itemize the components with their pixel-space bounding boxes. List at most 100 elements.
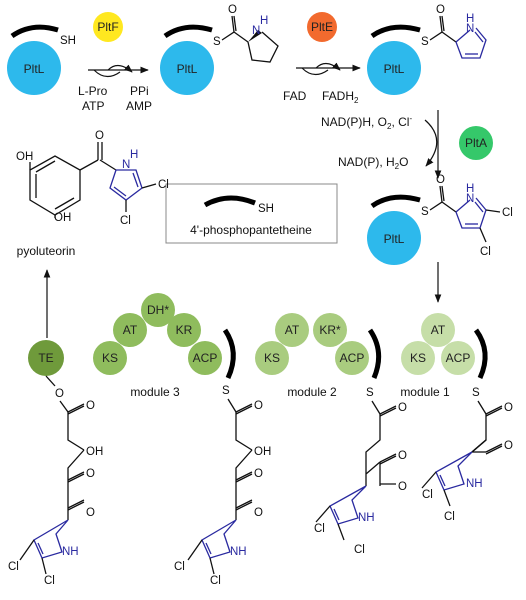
te-label: TE xyxy=(38,351,53,365)
pltl-carrier-3: PltL S O H N xyxy=(367,4,487,95)
m1-arm xyxy=(473,328,488,380)
chloro-1-4: Cl xyxy=(502,207,513,219)
pyo-cl-1: Cl xyxy=(158,179,169,191)
m1-at-circle xyxy=(421,313,455,347)
m3-dh-label: DH* xyxy=(147,303,169,317)
te-carbonyl-o3: O xyxy=(86,507,95,519)
reaction-arrow-2: FAD FADH2 xyxy=(283,62,361,105)
te-oh: OH xyxy=(86,446,103,458)
m2-acp-label: ACP xyxy=(340,351,365,365)
te-carbonyl-o1: O xyxy=(86,400,95,412)
m3-carbonyl-o3: O xyxy=(254,507,263,519)
thiol-label-1: SH xyxy=(60,35,76,47)
product-name: pyoluteorin xyxy=(17,244,76,258)
m3-cl-1: Cl xyxy=(174,561,185,573)
plte-circle xyxy=(307,12,337,42)
m2-label: module 2 xyxy=(287,385,337,399)
m1-acp-circle xyxy=(441,341,475,375)
m1-thioester-s: S xyxy=(472,387,480,399)
phosphopantetheine-arm-2 xyxy=(163,24,213,39)
m3-dh-circle xyxy=(141,293,175,327)
legend-label: 4'-phosphopantetheine xyxy=(190,223,312,237)
m2-pyrrole-nh: NH xyxy=(358,512,375,524)
reaction-arrow-3: NAD(P)H, O2, Cl- NAD(P), H2O xyxy=(321,110,442,179)
reaction-arrow-1: L-Pro ATP PPi AMP xyxy=(78,64,152,113)
te-pyrrole-nh: NH xyxy=(62,546,79,558)
carbonyl-o-3: O xyxy=(436,4,445,16)
plta-circle xyxy=(459,126,493,160)
m1-at-label: AT xyxy=(431,323,446,337)
te-cl-1: Cl xyxy=(8,561,19,573)
pltl-carrier-2: PltL S O H N xyxy=(160,4,279,95)
pyo-h: H xyxy=(130,149,138,161)
m2-kr-label: KR* xyxy=(319,323,341,337)
module-2: AT KR* KS ACP module 2 S O O O NH Cl Cl xyxy=(255,313,407,556)
cofactor-in: NAD(P)H, O2, Cl- xyxy=(321,114,412,131)
te-ester-o: O xyxy=(55,388,64,400)
m3-arm xyxy=(222,328,236,380)
thioester-s-4: S xyxy=(421,206,429,218)
plta-label: PltA xyxy=(465,136,487,150)
pyo-cl-2: Cl xyxy=(120,215,131,227)
m3-kr-circle xyxy=(167,313,201,347)
pyrrole-h-4: H xyxy=(466,183,474,195)
product-amp: AMP xyxy=(126,99,152,113)
phosphopantetheine-arm-4 xyxy=(370,194,421,209)
m1-ks-circle xyxy=(401,341,435,375)
legend-box: SH 4'-phosphopantetheine xyxy=(165,183,338,244)
pyrrole-n-3: N xyxy=(466,23,474,35)
pyo-n: N xyxy=(122,159,130,171)
pyrrole-n-4: N xyxy=(466,193,474,205)
m2-kr-circle xyxy=(313,313,347,347)
m3-thioester-s: S xyxy=(222,385,230,397)
proline-nh: H xyxy=(260,15,268,27)
hydroxyl-2: OH xyxy=(54,212,71,224)
m1-carbonyl-o2: O xyxy=(504,440,513,452)
m1-label: module 1 xyxy=(400,385,450,399)
thioester-s-3: S xyxy=(421,36,429,48)
legend-thiol: SH xyxy=(258,203,274,215)
pltl-circle-1 xyxy=(7,41,61,95)
m3-kr-label: KR xyxy=(176,323,193,337)
pltf-circle xyxy=(93,12,123,42)
pltf-label: PltF xyxy=(97,20,118,34)
m2-ks-label: KS xyxy=(264,351,280,365)
m3-acp-circle xyxy=(188,341,222,375)
m2-carbonyl-o3: O xyxy=(398,481,407,493)
pltl-circle-2 xyxy=(160,41,214,95)
cofactor-out: NAD(P), H2O xyxy=(338,155,408,171)
phosphopantetheine-arm-1 xyxy=(10,24,59,39)
thioester-s-2: S xyxy=(213,36,221,48)
chloro-2-4: Cl xyxy=(480,246,491,258)
m1-cl-2: Cl xyxy=(444,511,455,523)
reactant-lpro: L-Pro xyxy=(78,84,108,98)
te-cl-2: Cl xyxy=(44,575,55,587)
m2-at-circle xyxy=(275,313,309,347)
m3-label: module 3 xyxy=(130,385,180,399)
m3-acp-label: ACP xyxy=(193,351,218,365)
product-fadh2: FADH2 xyxy=(322,89,359,105)
te-carbonyl-o2: O xyxy=(86,468,95,480)
m2-carbonyl-o1: O xyxy=(398,402,407,414)
m3-at-circle xyxy=(113,313,147,347)
m1-pyrrole-nh: NH xyxy=(466,478,483,490)
pltl-carrier-4: PltL S O H N Cl Cl xyxy=(367,174,513,265)
m3-ks-label: KS xyxy=(102,351,118,365)
m2-cl-1: Cl xyxy=(314,523,325,535)
m2-carbonyl-o2: O xyxy=(398,450,407,462)
ketone-o: O xyxy=(95,130,104,142)
m1-ks-label: KS xyxy=(410,351,426,365)
module-1: AT KS ACP module 1 S O O NH Cl xyxy=(400,313,513,523)
m2-acp-circle xyxy=(335,341,369,375)
m3-cl-2: Cl xyxy=(210,575,221,587)
m2-arm xyxy=(367,328,382,379)
plte-label: PltE xyxy=(311,20,333,34)
m2-at-label: AT xyxy=(285,323,300,337)
m1-acp-label: ACP xyxy=(446,351,471,365)
product-ppi: PPi xyxy=(130,84,149,98)
proline-n: N xyxy=(252,25,260,37)
carbonyl-o-4: O xyxy=(436,174,445,186)
phosphopantetheine-arm-3 xyxy=(370,24,421,39)
m3-carbonyl-o1: O xyxy=(254,400,263,412)
